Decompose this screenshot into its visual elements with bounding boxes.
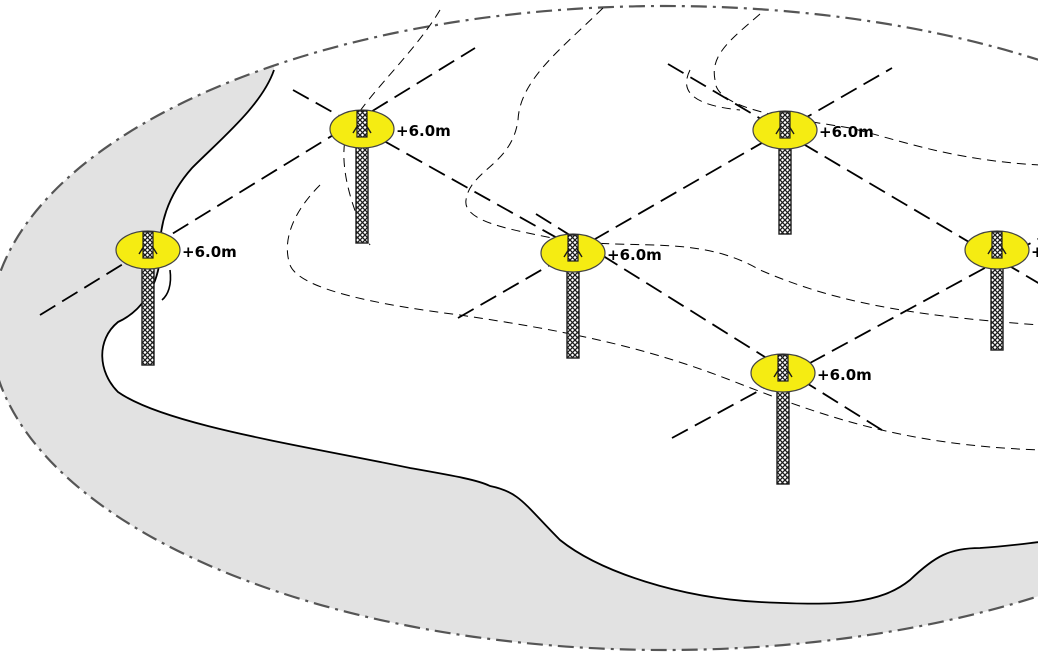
mast-brace: [563, 248, 583, 258]
site-boundary: [0, 4, 1038, 652]
lattice-mast: [355, 138, 369, 244]
tower-1: +6.0m: [115, 230, 237, 366]
elevation-label: +6.0m: [1031, 243, 1038, 261]
tower-4: +6.0m: [752, 110, 874, 235]
tower-6: +6.0m: [750, 353, 872, 485]
tower-2: +6.0m: [329, 109, 451, 244]
lattice-mast: [776, 382, 790, 485]
lattice-mast: [778, 139, 792, 235]
elevation-label: +6.0m: [182, 243, 237, 261]
mast-brace: [352, 124, 372, 134]
towers: +6.0m +6.0m +6.0m +6.0m +6.0m +6.0m: [115, 109, 1038, 485]
mast-top: [567, 234, 579, 262]
mast-top: [356, 110, 368, 138]
lattice-mast: [566, 262, 580, 359]
elevation-label: +6.0m: [396, 122, 451, 140]
mast-brace: [138, 245, 158, 255]
tower-3: +6.0m: [540, 233, 662, 359]
lattice-mast: [990, 259, 1004, 351]
mast-top: [779, 111, 791, 139]
mast-top: [991, 231, 1003, 259]
terrain-contours: [286, 7, 1038, 451]
elevation-label: +6.0m: [607, 246, 662, 264]
lattice-mast: [141, 259, 155, 366]
mast-brace: [775, 125, 795, 135]
mast-brace: [987, 245, 1007, 255]
mast-top: [142, 231, 154, 259]
tower-5: +6.0m: [964, 230, 1038, 351]
elevation-label: +6.0m: [819, 123, 874, 141]
mast-top: [777, 354, 789, 382]
coastline-inlet: [161, 269, 172, 301]
mast-brace: [773, 368, 793, 378]
elevation-label: +6.0m: [817, 366, 872, 384]
